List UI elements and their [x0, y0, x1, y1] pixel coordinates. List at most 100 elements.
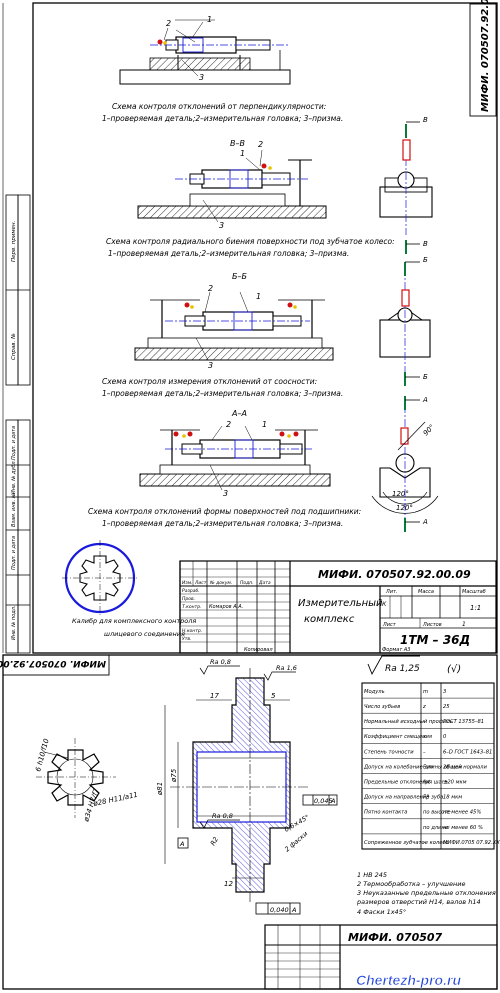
callout-3: 3 — [199, 73, 204, 82]
tb-scale-label: Масштаб — [462, 589, 486, 595]
sheet-2: МИФИ. 070507.92.00.07 Ra 1,25 (√) 6 h10/… — [0, 654, 500, 990]
param-cell-2-2: ГОСТ 13755–81 — [443, 719, 484, 725]
dim-75: ø75 — [170, 768, 178, 783]
section-letter-bb-bottom: Б — [423, 373, 428, 381]
sheet-2-frame — [2, 654, 498, 990]
param-cell-6-1: fpt — [423, 780, 431, 786]
tb-copied: Копировал — [244, 647, 273, 653]
tb-name-1: Измерительный — [298, 598, 383, 609]
caption-1-legend: 1–проверяемая деталь;2–измерительная гол… — [102, 114, 343, 123]
title-block-1: Изм. Лист № докум. Подп. Дата Разраб. Пр… — [179, 560, 497, 654]
param-cell-7-1: Fβ — [423, 795, 430, 801]
scheme-radial-runout: В–В 1 2 3 В — [106, 116, 433, 258]
param-cell-4-0: Степень точности — [364, 749, 414, 755]
tol-0045-base: А — [330, 797, 335, 805]
param-cell-0-0: Модуль — [364, 689, 385, 695]
param-cell-8-2: не менее 45% — [443, 810, 481, 816]
note-3: 3 Неуказанные предельные отклонения — [357, 889, 496, 897]
roughness-general: Ra 1,25 (√) — [367, 655, 461, 676]
param-cell-2-0: Нормальный исходный профиль — [364, 719, 453, 725]
tb-lit: Лит. — [385, 589, 398, 595]
strip-sign-date-1: Подп. и дата — [11, 426, 17, 460]
note-2: 2 Термообработка – улучшение — [357, 880, 465, 888]
tb-scale-value: 1:1 — [470, 604, 481, 612]
datum-a: А — [179, 840, 184, 848]
ra-16: Ra 1,6 — [276, 664, 297, 672]
caption-2-title: Схема контроля радиального биения поверх… — [106, 237, 395, 246]
strip-ref-no: Справ. № — [11, 333, 17, 360]
callout-2-d: 2 — [226, 420, 231, 429]
param-cell-0-1: m — [423, 689, 428, 695]
caption-1-title: Схема контроля отклонений от перпендикул… — [112, 102, 326, 111]
tb-role-check: Пров. — [182, 596, 195, 602]
param-cell-4-1: – — [423, 749, 426, 755]
param-cell-3-1: x — [422, 734, 427, 740]
param-cell-1-2: 25 — [443, 704, 450, 710]
spline-gauge: Калибр для комплексного контроля шлицево… — [62, 540, 196, 638]
param-cell-2-1: – — [423, 719, 426, 725]
roughness-general-text: Ra 1,25 — [385, 664, 420, 674]
dim-81: ø81 — [156, 782, 164, 796]
strip-inv-dup: Инв. № дубл. — [11, 460, 17, 494]
param-cell-4-2: 6–D ГОСТ 1643–81 — [443, 749, 492, 755]
tb-col-izm: Изм. — [182, 580, 193, 586]
param-cell-10-1: – — [423, 840, 426, 846]
tb-sheets-num: 1 — [462, 621, 466, 628]
tb-col-list: Лист — [194, 580, 207, 586]
section-letter-a-top: А — [422, 396, 428, 404]
ra-08-top: Ra 0,8 — [210, 658, 231, 666]
scheme-form-deviation: А–А 1 2 3 — [88, 396, 439, 532]
tb-name-2: комплекс — [304, 614, 355, 625]
section-letter-a-bottom: А — [422, 518, 428, 526]
tb-format: Формат А3 — [382, 647, 410, 653]
param-cell-0-2: 3 — [443, 689, 446, 695]
section-label-bb: В–В — [230, 139, 245, 148]
param-cell-8-0: Пятно контакта — [364, 810, 408, 816]
angle-120-inner: 120° — [392, 490, 409, 498]
param-cell-3-2: 0 — [443, 734, 447, 740]
tb-sheets: Листов — [422, 622, 442, 628]
strip-first-use: Перв. примен. — [11, 220, 17, 262]
tb-col-doc: № докум. — [209, 580, 232, 586]
dim-17: 17 — [210, 692, 219, 700]
param-cell-9-1: по длине — [423, 825, 448, 831]
tb-lit-value: К — [382, 601, 387, 608]
gauge-caption-2: шлицевого соединения — [104, 630, 185, 638]
tol-0040-base: А — [291, 906, 296, 914]
param-cell-1-1: z — [422, 704, 426, 710]
callout-2: 2 — [166, 19, 171, 28]
param-cell-10-0: Сопряженное зубчатое колесо — [364, 840, 448, 846]
note-5: 4 Фаски 1х45° — [357, 908, 406, 916]
callout-1: 1 — [207, 15, 212, 24]
stamp-vertical-text: МИФИ. 070507.92.00.09 — [480, 0, 491, 112]
note-4: размеров отверстий Н14, валов h14 — [356, 898, 481, 906]
callout-1-b: 1 — [240, 149, 245, 158]
dim-5: 5 — [271, 692, 276, 700]
section-letter-b-bottom: В — [423, 240, 428, 248]
scheme-coaxiality: Б–Б 1 2 3 — [102, 256, 431, 398]
radius-r2: R2 — [209, 836, 220, 847]
hub-end-view: 6 h10/f10 ø34 H7/f7 ø28 H11/a11 — [34, 737, 138, 823]
param-cell-1-0: Число зубьев — [364, 704, 400, 710]
strip-replace-inv: Взам. инв. № — [11, 493, 17, 527]
callout-2-c: 2 — [208, 284, 213, 293]
side-strip: Перв. примен. Справ. № Подп. и дата Инв.… — [5, 194, 31, 654]
param-cell-6-0: Предельные отклонения шага — [364, 780, 448, 786]
tol-0040: 0,040 — [270, 906, 289, 914]
tb-col-sign: Подп. — [240, 580, 254, 586]
tb-role-dev: Разраб. — [182, 588, 200, 594]
tb-mass: Масса — [418, 589, 434, 595]
gauge-caption-1: Калибр для комплексного контроля — [72, 617, 196, 625]
tb-sheet: Лист — [382, 622, 397, 628]
strip-sign-date-2: Подп. и дата — [11, 536, 17, 570]
section-label-bb2: Б–Б — [232, 272, 247, 281]
callout-3-c: 3 — [208, 361, 213, 370]
param-cell-6-2: ±20 мкм — [443, 780, 467, 786]
callout-3-d: 3 — [223, 489, 228, 498]
tb-designation: МИФИ. 070507.92.00.09 — [318, 568, 471, 581]
stamp-2-text: МИФИ. 070507.92.00.07 — [0, 658, 106, 668]
gear-section: 17 5 ø81 ø75 12 Ra 0,8 Ra 1,6 Ra 0,8 0,0… — [156, 658, 338, 915]
caption-4-legend: 1–проверяемая деталь;2–измерительная гол… — [102, 519, 343, 528]
param-cell-5-2: 28 мкм — [443, 764, 462, 770]
tb-developer: Комаров А.А. — [209, 604, 243, 610]
